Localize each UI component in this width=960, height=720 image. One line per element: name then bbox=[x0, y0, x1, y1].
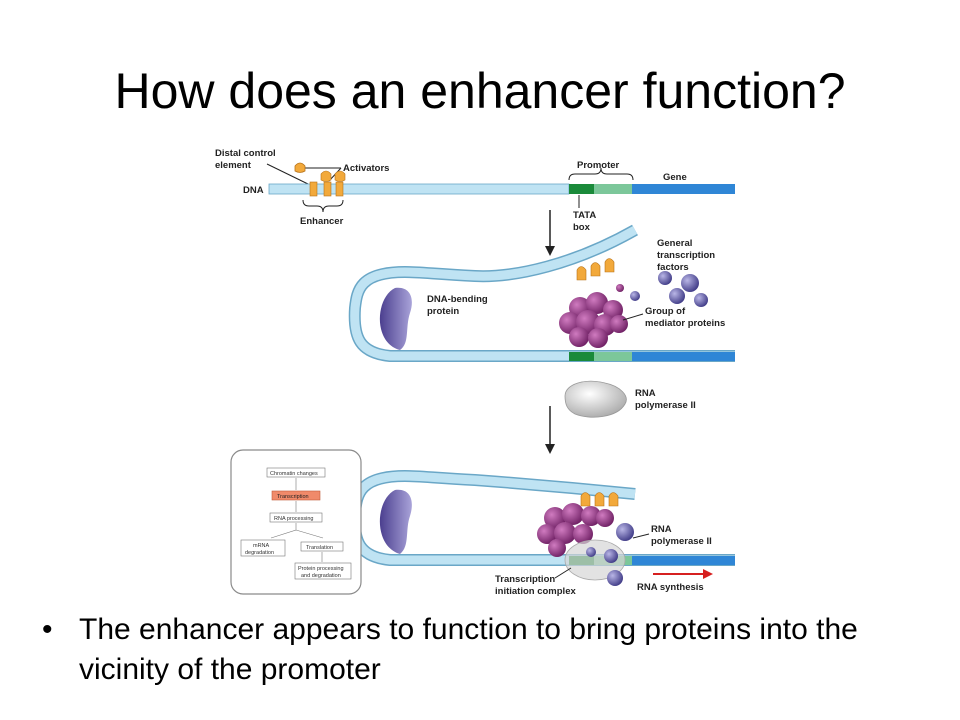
promoter-brace bbox=[568, 167, 634, 181]
label-gene: Gene bbox=[663, 172, 687, 183]
label-gtf-3: factors bbox=[657, 262, 689, 273]
inset-label-transcription: Transcription bbox=[277, 494, 309, 500]
label-tic-1: Transcription bbox=[495, 574, 555, 585]
label-rna-pol-2: polymerase II bbox=[635, 400, 696, 411]
label-gtf-2: transcription bbox=[657, 250, 715, 261]
label-tata-2: box bbox=[573, 222, 591, 233]
arrow-step-1-head bbox=[545, 246, 555, 256]
inset-box-rna-processing bbox=[269, 512, 323, 523]
leader-mediator bbox=[622, 313, 644, 321]
label-rna-pol-b2: polymerase II bbox=[651, 536, 712, 547]
loop-activators bbox=[576, 258, 615, 281]
panel-linear-dna: Distal control element Activators DNA Pr… bbox=[215, 148, 735, 256]
leader-tic bbox=[554, 567, 572, 579]
inset-label-mrna-deg-1: mRNA bbox=[253, 543, 270, 549]
inset-label-translation: Translation bbox=[306, 545, 333, 551]
complex-gene bbox=[632, 556, 735, 565]
panel-initiation-complex: RNA polymerase II Transcription initiati… bbox=[348, 469, 735, 597]
enhancer-brace bbox=[302, 199, 344, 213]
enhancer-activators bbox=[309, 170, 346, 197]
inset-split-arrow bbox=[270, 523, 324, 539]
loop-tata-box bbox=[569, 352, 594, 361]
gene-region bbox=[632, 184, 735, 194]
label-tic-2: initiation complex bbox=[495, 586, 576, 597]
arrow-step-2-head bbox=[545, 444, 555, 454]
complex-activators bbox=[580, 492, 619, 507]
rna-synthesis-arrow-head bbox=[703, 569, 713, 579]
slide-title: How does an enhancer function? bbox=[114, 63, 846, 119]
tata-box bbox=[569, 184, 594, 194]
loop-promoter bbox=[594, 352, 632, 361]
label-promoter: Promoter bbox=[577, 160, 620, 171]
mediator-cluster bbox=[559, 292, 628, 348]
inset-flowchart: Chromatin changes Transcription RNA proc… bbox=[230, 449, 362, 595]
label-enhancer: Enhancer bbox=[300, 216, 344, 227]
inset-box-chromatin bbox=[266, 467, 326, 478]
label-dna: DNA bbox=[243, 185, 264, 196]
label-dna-bending-1: DNA-bending bbox=[427, 294, 488, 305]
bullet-marker: • bbox=[42, 613, 53, 646]
label-gtf-1: General bbox=[657, 238, 692, 249]
label-activators: Activators bbox=[343, 163, 389, 174]
promoter-region bbox=[594, 184, 632, 194]
label-mediator-2: mediator proteins bbox=[645, 318, 725, 329]
leader-rna-pol-b bbox=[632, 533, 650, 539]
label-rna-synthesis: RNA synthesis bbox=[637, 582, 704, 593]
label-tata-1: TATA bbox=[573, 210, 596, 221]
bullet-text: The enhancer appears to function to brin… bbox=[79, 613, 858, 686]
inset-box-protein-processing bbox=[294, 562, 352, 580]
inset-label-mrna-deg-2: degradation bbox=[245, 550, 274, 556]
complex-mediator-cluster bbox=[537, 503, 614, 557]
complex-gtfs bbox=[586, 523, 634, 586]
enhancer-diagram: Distal control element Activators DNA Pr… bbox=[215, 148, 735, 597]
inset-box-translation bbox=[300, 541, 344, 552]
label-rna-pol-b1: RNA bbox=[651, 524, 672, 535]
activator-free bbox=[294, 162, 306, 173]
inset-box-mrna-degradation bbox=[240, 539, 286, 557]
inset-label-protein-proc-2: and degradation bbox=[301, 573, 341, 579]
loop-gene bbox=[632, 352, 735, 361]
inset-label-chromatin: Chromatin changes bbox=[270, 471, 318, 477]
inset-label-protein-proc-1: Protein processing bbox=[298, 566, 344, 572]
inset-label-rna-processing: RNA processing bbox=[274, 516, 313, 522]
label-mediator-1: Group of bbox=[645, 306, 686, 317]
leader-distal bbox=[266, 163, 309, 185]
label-rna-pol-1: RNA bbox=[635, 388, 656, 399]
rna-polymerase-free bbox=[564, 380, 627, 418]
dna-loop-fill bbox=[350, 226, 735, 361]
complex-dna-bending-protein bbox=[379, 489, 412, 554]
inset-box-transcription bbox=[271, 490, 321, 501]
general-transcription-factors bbox=[616, 271, 708, 307]
label-distal-control-2: element bbox=[215, 160, 252, 171]
dna-bending-protein bbox=[379, 287, 412, 350]
label-dna-bending-2: protein bbox=[427, 306, 459, 317]
label-distal-control-1: Distal control bbox=[215, 148, 276, 159]
panel-dna-loop: DNA-bending protein Group of mediator pr… bbox=[348, 224, 735, 454]
